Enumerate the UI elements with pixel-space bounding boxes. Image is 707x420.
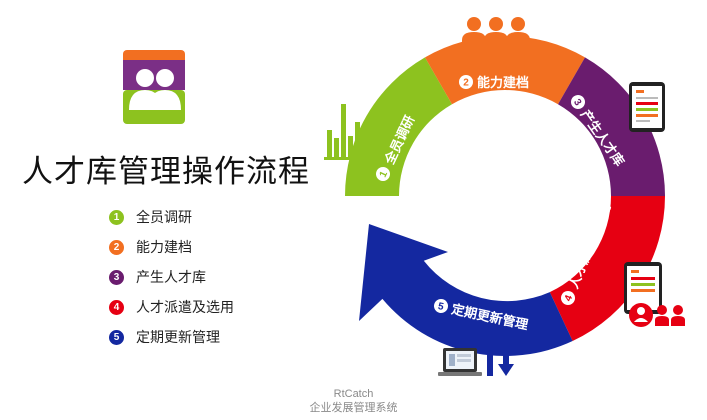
step-item-4: 4 人才派遣及选用 [109, 292, 234, 322]
laptop-updown-icon [438, 340, 514, 376]
step-label-5: 定期更新管理 [136, 330, 220, 346]
tablet-document-icon [629, 82, 665, 132]
step-item-2: 2 能力建档 [109, 232, 234, 262]
step-label-2: 能力建档 [136, 240, 192, 256]
footer-subtitle: 企业发展管理系统 [309, 402, 398, 414]
step-label-1: 全员调研 [136, 210, 192, 226]
cycle-segment-3 [558, 57, 665, 197]
cycle-number-3: 3 [571, 97, 583, 108]
step-item-3: 3 产生人才库 [109, 262, 234, 292]
step-number-3: 3 [109, 269, 124, 285]
cycle-number-5: 5 [437, 301, 445, 313]
tablet-people-icon [624, 262, 685, 327]
footer-brand: RtCatch [333, 388, 374, 400]
cycle-number-2: 2 [463, 78, 469, 89]
people-group-icon [123, 50, 185, 124]
step-number-5: 5 [109, 329, 124, 345]
page-title: 人才库管理操作流程 [22, 154, 310, 190]
cycle-number-4: 4 [563, 293, 575, 303]
step-item-1: 1 全员调研 [109, 202, 234, 232]
bar-chart-icon [324, 104, 368, 160]
cycle-segment-1 [345, 57, 452, 197]
people-group-icon [462, 17, 530, 50]
step-label-4: 人才派遣及选用 [136, 300, 234, 316]
cycle-segment-5 [359, 224, 573, 357]
step-number-4: 4 [109, 299, 124, 315]
step-number-1: 1 [109, 209, 124, 225]
step-list: 1 全员调研 2 能力建档 3 产生人才库 4 人才派遣及选用 5 定期更新管理 [109, 202, 234, 352]
cycle-segment-4 [549, 196, 665, 341]
step-item-5: 5 定期更新管理 [109, 322, 234, 352]
cycle-label-2: 能力建档 [477, 75, 529, 91]
cycle-number-1: 1 [378, 169, 391, 179]
step-label-3: 产生人才库 [136, 270, 206, 286]
step-number-2: 2 [109, 239, 124, 255]
